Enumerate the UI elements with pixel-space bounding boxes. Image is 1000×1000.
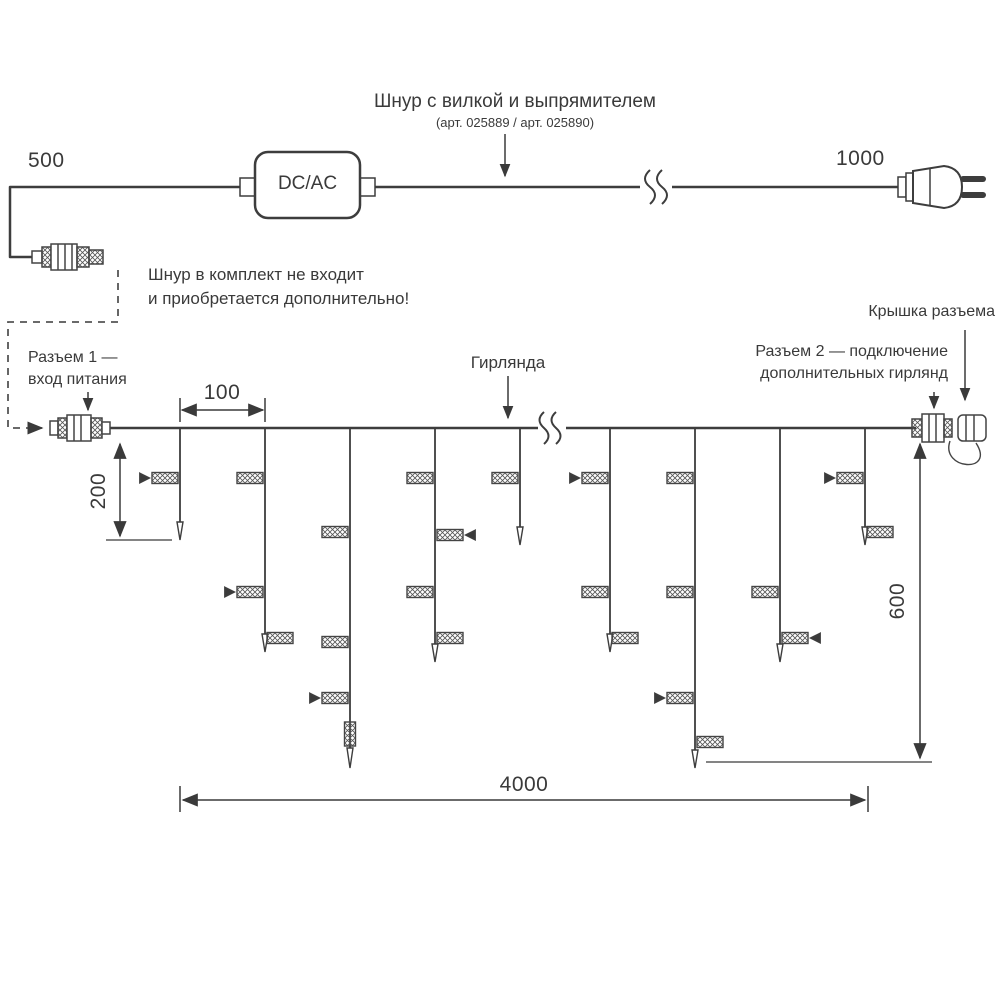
drop-line [406,428,476,663]
cord-input-connector [31,243,104,271]
connector-cap [948,414,987,466]
cap-label: Крышка разъема [868,303,995,320]
dimension-200 [106,442,172,541]
power-cord-wire [8,185,898,259]
garland-drops [139,428,894,769]
cord-break-icon [644,169,668,205]
drop-line [751,428,821,663]
dim-200-label: 200 [86,472,110,510]
garland-label: Гирлянда [470,353,546,372]
dim-100-label: 100 [203,381,241,404]
dimension-600 [706,442,932,763]
power-plug [897,164,986,210]
not-included-note-line1: Шнур в комплект не входит [148,265,364,284]
drop-line [491,428,524,546]
cord-left-length: 500 [28,149,65,172]
dim-600-label: 600 [885,582,909,620]
cord-right-length: 1000 [836,147,885,170]
not-included-note-line2: и приобретается дополнительно! [148,289,410,308]
dimension-100 [179,398,266,422]
dim-4000-label: 4000 [499,773,549,796]
drop-line [309,428,357,769]
drop-line [824,428,894,546]
drop-line [224,428,294,653]
dimension-4000 [179,786,869,812]
drop-line [654,428,724,769]
dc-ac-converter [239,150,376,220]
connector1-label-line2: вход питания [28,371,127,388]
cord-subtitle: (арт. 025889 / арт. 025890) [435,115,595,130]
dc-ac-label: DC/AC [277,173,338,194]
garland-break-icon [538,411,562,445]
drop-line [139,428,184,541]
cord-title: Шнур с вилкой и выпрямителем [374,91,656,112]
connector2-label-line1: Разъем 2 — подключение [755,343,948,360]
drop-line [569,428,639,653]
not-included-dashed-path [7,270,119,435]
connector-2 [911,413,953,443]
connector-1 [49,414,111,442]
connector1-label-line1: Разъем 1 — [28,349,118,366]
connector2-label-line2: дополнительных гирлянд [760,365,948,382]
